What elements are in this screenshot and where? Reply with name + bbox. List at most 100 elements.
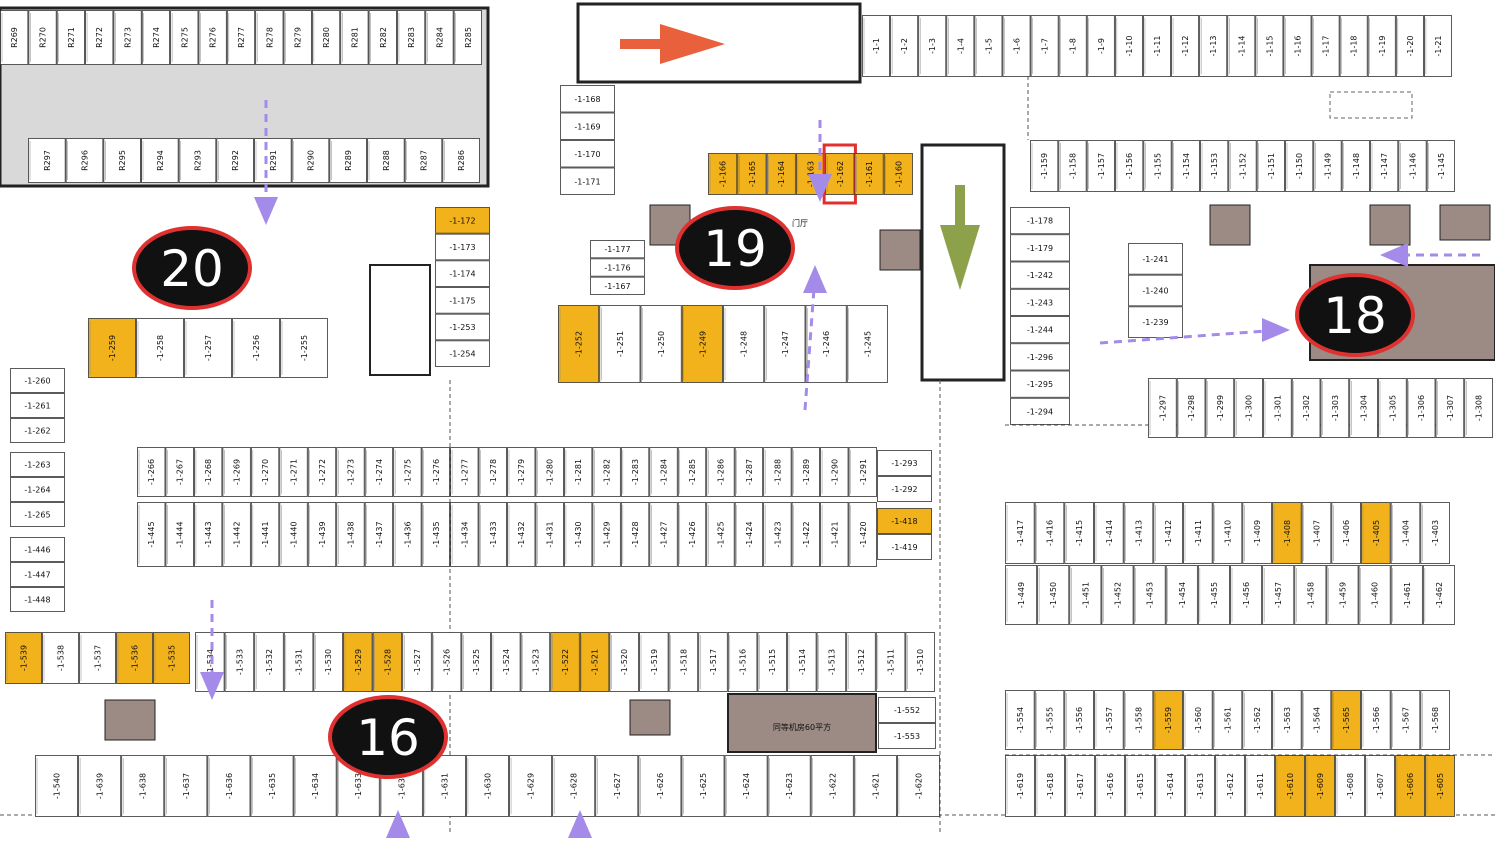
parking-space[interactable] <box>1037 565 1070 625</box>
parking-space[interactable] <box>727 632 758 692</box>
parking-space[interactable] <box>1176 378 1206 438</box>
parking-space[interactable] <box>1420 502 1450 564</box>
parking-space[interactable] <box>1183 502 1213 564</box>
parking-space[interactable] <box>1370 140 1399 192</box>
parking-space[interactable] <box>1086 140 1115 192</box>
parking-space[interactable] <box>723 305 765 383</box>
parking-space[interactable] <box>1398 140 1427 192</box>
parking-space[interactable] <box>1094 502 1124 564</box>
parking-space[interactable] <box>1212 690 1243 750</box>
parking-space[interactable] <box>78 755 122 817</box>
parking-space[interactable] <box>1313 140 1342 192</box>
parking-space[interactable] <box>854 153 884 195</box>
parking-space[interactable] <box>466 755 509 817</box>
parking-space[interactable] <box>846 632 876 692</box>
parking-space[interactable] <box>1010 316 1070 344</box>
parking-space[interactable] <box>1065 755 1095 817</box>
parking-space[interactable] <box>1010 343 1070 371</box>
parking-space[interactable] <box>1114 15 1143 77</box>
parking-space[interactable] <box>507 447 536 497</box>
parking-space[interactable] <box>450 502 479 567</box>
parking-space[interactable] <box>1197 565 1230 625</box>
parking-space[interactable] <box>1030 15 1059 77</box>
parking-space[interactable] <box>164 755 208 817</box>
parking-space[interactable] <box>681 305 723 383</box>
parking-space[interactable] <box>848 447 877 497</box>
parking-space[interactable] <box>435 340 490 367</box>
parking-space[interactable] <box>1395 755 1425 817</box>
parking-space[interactable] <box>1361 502 1391 564</box>
parking-space[interactable] <box>1115 140 1144 192</box>
parking-space[interactable] <box>367 138 405 183</box>
parking-space[interactable] <box>329 138 367 183</box>
parking-space[interactable] <box>250 447 280 497</box>
parking-space[interactable] <box>10 452 65 477</box>
parking-space[interactable] <box>1227 15 1256 77</box>
parking-space[interactable] <box>1301 690 1332 750</box>
parking-space[interactable] <box>10 562 65 587</box>
parking-space[interactable] <box>1390 565 1423 625</box>
parking-space[interactable] <box>404 138 443 183</box>
parking-space[interactable] <box>1200 140 1229 192</box>
parking-space[interactable] <box>435 260 490 287</box>
parking-space[interactable] <box>1010 234 1070 262</box>
parking-space[interactable] <box>279 502 308 567</box>
parking-space[interactable] <box>862 15 890 77</box>
parking-space[interactable] <box>820 502 849 567</box>
parking-space[interactable] <box>1367 15 1396 77</box>
parking-space[interactable] <box>668 632 699 692</box>
parking-space[interactable] <box>763 502 792 567</box>
parking-space[interactable] <box>810 755 854 817</box>
parking-space[interactable] <box>1005 690 1035 750</box>
parking-space[interactable] <box>116 632 153 684</box>
parking-space[interactable] <box>1165 565 1198 625</box>
parking-space[interactable] <box>599 305 641 383</box>
parking-space[interactable] <box>293 755 337 817</box>
parking-space[interactable] <box>737 153 767 195</box>
parking-space[interactable] <box>1425 755 1455 817</box>
parking-space[interactable] <box>226 10 256 65</box>
parking-space[interactable] <box>279 447 308 497</box>
parking-space[interactable] <box>897 755 940 817</box>
parking-space[interactable] <box>10 418 65 443</box>
parking-space[interactable] <box>1378 378 1407 438</box>
parking-space[interactable] <box>28 10 57 65</box>
parking-space[interactable] <box>1101 565 1134 625</box>
parking-space[interactable] <box>791 447 820 497</box>
parking-space[interactable] <box>918 15 947 77</box>
parking-space[interactable] <box>216 138 254 183</box>
parking-space[interactable] <box>364 447 394 497</box>
parking-space[interactable] <box>141 10 171 65</box>
parking-space[interactable] <box>620 447 650 497</box>
parking-space[interactable] <box>681 755 725 817</box>
parking-space[interactable] <box>1035 755 1065 817</box>
parking-space[interactable] <box>560 167 615 195</box>
parking-space[interactable] <box>1422 565 1455 625</box>
parking-space[interactable] <box>560 112 615 140</box>
parking-space[interactable] <box>946 15 975 77</box>
parking-space[interactable] <box>1301 502 1332 564</box>
parking-space[interactable] <box>520 632 551 692</box>
parking-space[interactable] <box>595 755 639 817</box>
parking-space[interactable] <box>56 10 85 65</box>
parking-space[interactable] <box>368 10 397 65</box>
parking-space[interactable] <box>1335 755 1365 817</box>
parking-space[interactable] <box>877 508 932 534</box>
parking-space[interactable] <box>1272 690 1302 750</box>
parking-space[interactable] <box>435 287 490 314</box>
parking-space[interactable] <box>1002 15 1031 77</box>
parking-space[interactable] <box>207 755 251 817</box>
parking-space[interactable] <box>877 450 932 476</box>
parking-space[interactable] <box>853 755 897 817</box>
parking-space[interactable] <box>194 447 223 497</box>
parking-space[interactable] <box>1183 690 1213 750</box>
parking-space[interactable] <box>478 502 507 567</box>
parking-space[interactable] <box>10 537 65 562</box>
zone-marker-19[interactable]: 19 <box>675 206 795 290</box>
parking-space[interactable] <box>1234 378 1263 438</box>
parking-space[interactable] <box>1390 502 1421 564</box>
parking-space[interactable] <box>592 502 621 567</box>
parking-space[interactable] <box>307 447 337 497</box>
parking-space[interactable] <box>165 447 194 497</box>
parking-space[interactable] <box>280 318 328 378</box>
